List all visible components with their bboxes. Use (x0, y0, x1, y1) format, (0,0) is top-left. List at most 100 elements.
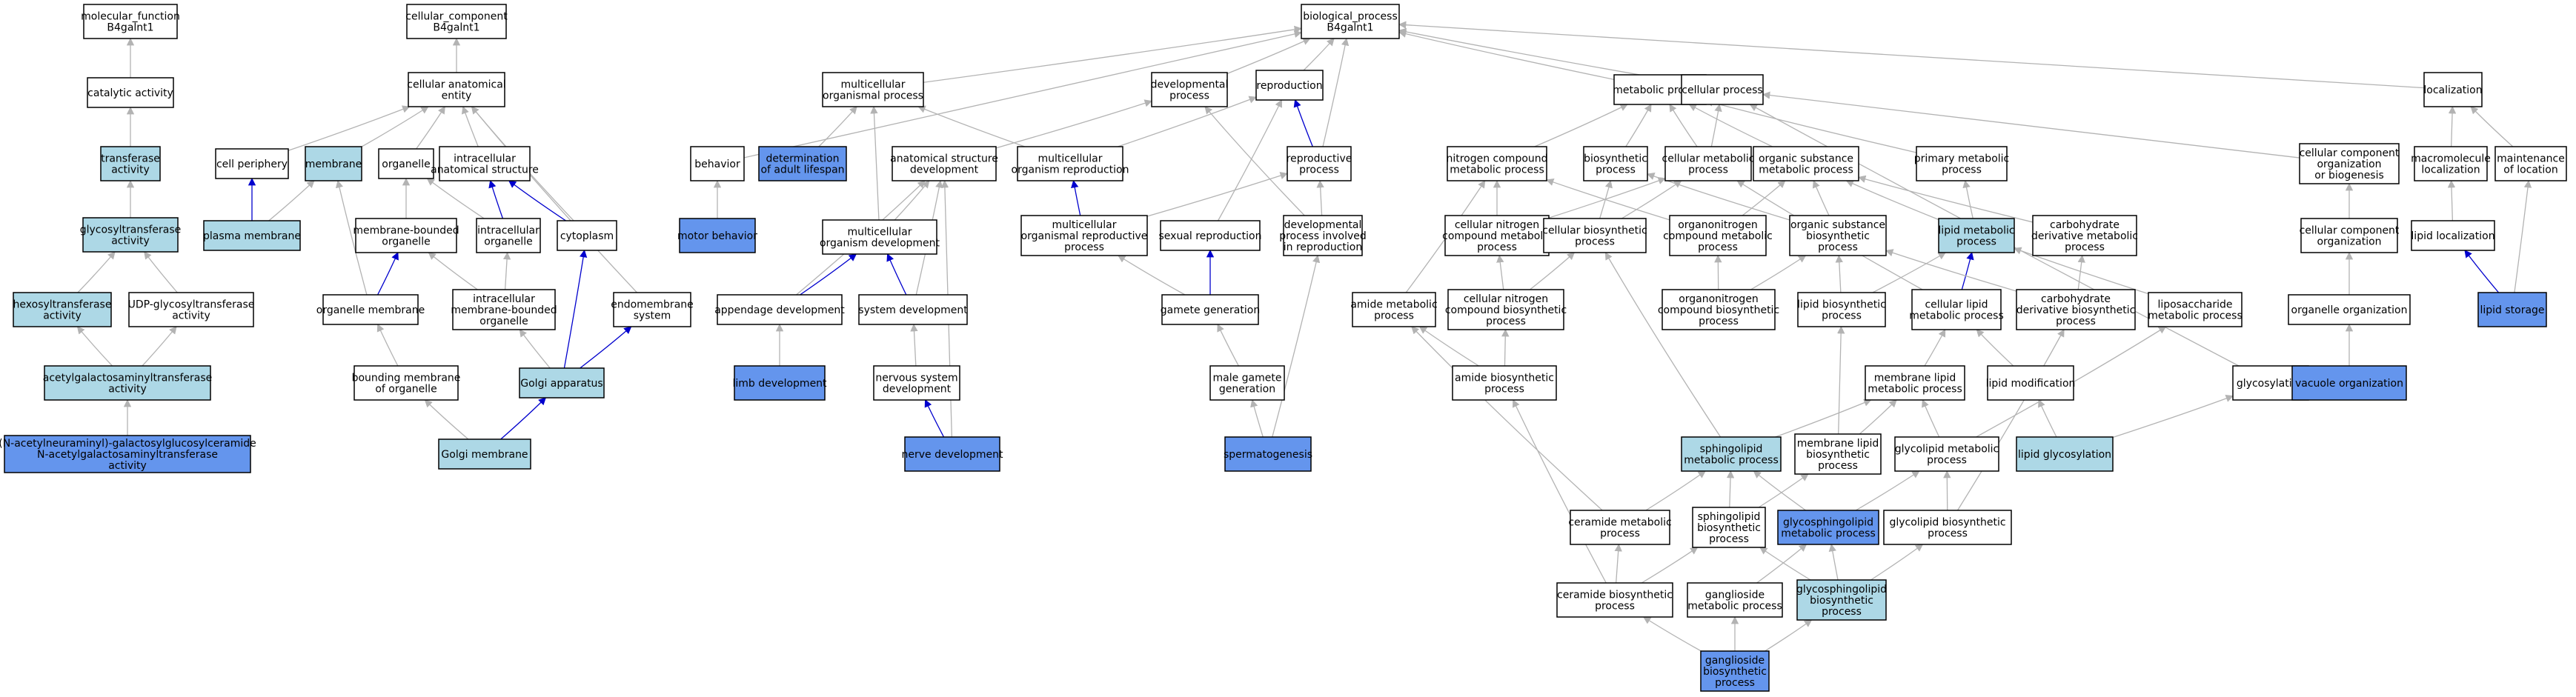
term-node-cellper[interactable]: cell periphery (215, 148, 289, 179)
term-box[interactable] (215, 148, 289, 179)
term-box[interactable] (2477, 292, 2547, 327)
term-box[interactable] (1687, 582, 1783, 618)
term-node-cellproc[interactable]: cellular process (1681, 74, 1764, 105)
term-box[interactable] (44, 365, 211, 401)
term-box[interactable] (355, 218, 457, 253)
term-node-limb[interactable]: limb development (732, 365, 827, 401)
term-box[interactable] (2414, 146, 2488, 181)
term-box[interactable] (1224, 436, 1312, 472)
term-box[interactable] (1753, 146, 1859, 181)
term-node-sexrep[interactable]: sexual reproduction (1159, 220, 1262, 251)
term-box[interactable] (1789, 215, 1887, 256)
term-box[interactable] (1911, 289, 2002, 330)
term-box[interactable] (87, 77, 174, 108)
term-node-motor[interactable]: motor behavior (677, 218, 757, 253)
term-box[interactable] (613, 292, 691, 327)
term-box[interactable] (858, 294, 968, 325)
term-box[interactable] (1444, 215, 1550, 256)
term-box[interactable] (2016, 289, 2136, 330)
term-box[interactable] (1287, 146, 1352, 181)
term-box[interactable] (1987, 365, 2074, 401)
term-box[interactable] (1865, 365, 1965, 401)
term-box[interactable] (128, 292, 254, 327)
term-box[interactable] (758, 146, 847, 181)
term-node-repro[interactable]: reproduction (1255, 70, 1324, 101)
term-box[interactable] (690, 146, 745, 181)
term-box[interactable] (1543, 218, 1647, 253)
term-box[interactable] (1352, 292, 1436, 327)
term-box[interactable] (1017, 146, 1123, 181)
term-node-golgim[interactable]: Golgi membrane (438, 438, 531, 470)
term-box[interactable] (1797, 292, 1886, 327)
term-node-gamgen[interactable]: gamete generation (1161, 294, 1260, 325)
term-box[interactable] (82, 217, 179, 253)
term-box[interactable] (378, 148, 434, 179)
term-box[interactable] (1681, 436, 1782, 472)
term-box[interactable] (1796, 579, 1887, 621)
term-node-local[interactable]: localization (2423, 72, 2483, 107)
term-box[interactable] (2299, 143, 2400, 184)
term-box[interactable] (2016, 436, 2114, 472)
term-box[interactable] (13, 292, 112, 327)
term-node-vacuole[interactable]: vacuole organization (2291, 365, 2407, 401)
term-node-sysdev[interactable]: system development (858, 294, 968, 325)
term-node-cat[interactable]: catalytic activity (87, 77, 174, 108)
term-box[interactable] (1700, 650, 1770, 692)
term-box[interactable] (1556, 582, 1673, 618)
term-box[interactable] (1583, 146, 1648, 181)
term-node-om[interactable]: organelle membrane (316, 294, 425, 325)
term-node-cyto[interactable]: cytoplasm (557, 220, 617, 251)
term-box[interactable] (1681, 74, 1764, 105)
term-box[interactable] (322, 294, 419, 325)
term-box[interactable] (2300, 218, 2398, 253)
term-box[interactable] (717, 294, 843, 325)
term-box[interactable] (4, 435, 251, 473)
term-box[interactable] (822, 72, 924, 107)
term-box[interactable] (353, 365, 459, 401)
term-box[interactable] (1447, 146, 1547, 181)
term-box[interactable] (438, 438, 531, 470)
term-node-behavior[interactable]: behavior (690, 146, 745, 181)
term-node-organelle[interactable]: organelle (378, 148, 434, 179)
